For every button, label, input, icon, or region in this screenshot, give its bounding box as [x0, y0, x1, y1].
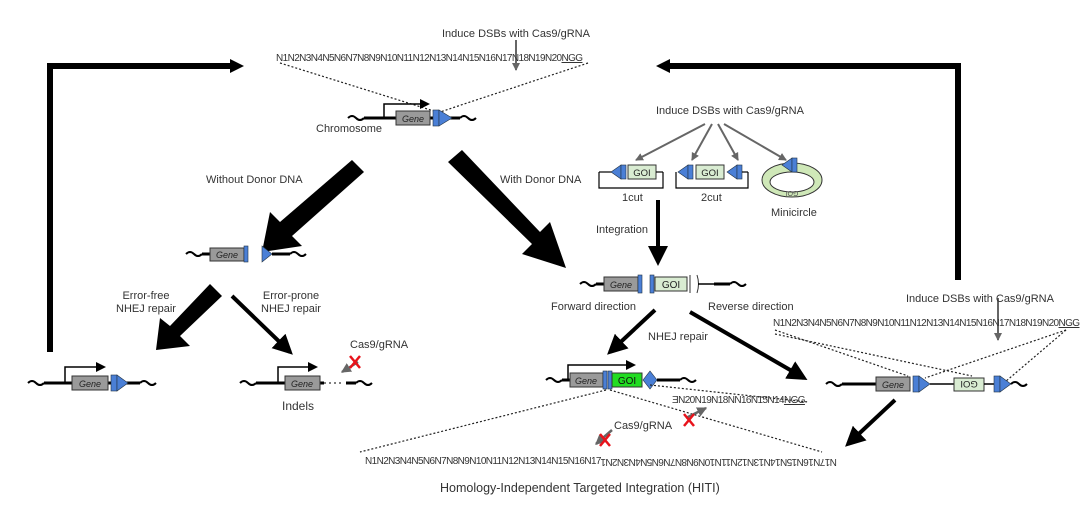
arrow-with-donor [448, 150, 566, 268]
forward-direction-label: Forward direction [551, 301, 636, 313]
target-sequence-top: N1N2N3N4N5N6N7N8N9N10N11N12N13N14N15N16N… [276, 53, 584, 64]
target-sequence-reverse: N1N2N3N4N5N6N7N8N9N10N11N12N13N14N15N16N… [773, 318, 1080, 329]
protospacer: N1N2N3N4N5N6N7N8N9N10N11N12N13N14N15N16N… [773, 318, 1059, 329]
pam-sequence: NGG [1058, 318, 1080, 329]
without-donor-label: Without Donor DNA [206, 174, 303, 186]
donor-2cut: GOI [675, 164, 749, 189]
gene-box [395, 110, 431, 126]
goi-label: GOI [662, 280, 680, 291]
arrow-without-donor [262, 160, 364, 252]
blocked-x-icon [683, 413, 695, 427]
goi-label: GOI [633, 168, 650, 179]
forward-arrow [607, 308, 657, 355]
integrated-construct: Gene GOI [579, 274, 747, 294]
nhej-repair-label: NHEJ repair [648, 331, 708, 343]
cas9-label-indels: Cas9/gRNA [350, 339, 409, 351]
error-prone-label: Error-prone NHEJ repair [261, 290, 321, 315]
cut-chromosome: Gene [185, 245, 307, 263]
gene-label: Gene [79, 379, 101, 389]
donor-group: GOI GOI GOI [598, 123, 823, 198]
svg-text:GOI: GOI [786, 189, 799, 196]
hiti-seq-forward: N1N2N3N4N5N6N7N8N9N10N11N12N13N14N15N16N… [365, 456, 601, 467]
gene-label: Gene [291, 379, 313, 389]
error-free-label: Error-free NHEJ repair [116, 290, 176, 315]
induce-dsb-label-top: Induce DSBs with Cas9/gRNA [442, 28, 590, 40]
donor-1cut-label: 1cut [622, 192, 643, 204]
reverse-seq-text: ƎN20N19N18NN16N15N14 [672, 395, 785, 406]
feedback-arrow-left [47, 59, 244, 352]
goi-label: GOI [618, 376, 636, 387]
hiti-seq-reversed: N17N16N15N14N13N12N11N10N9N8N7N6N5N4N3N2… [600, 456, 837, 467]
induce-dsb-label-reverse: Induce DSBs with Cas9/gRNA [906, 293, 1054, 305]
reverse-panel: Gene GOI [774, 298, 1067, 447]
arrow-error-prone [230, 294, 293, 355]
repaired-gene: Gene [27, 362, 157, 392]
pam-sequence: NGG [783, 395, 806, 406]
donor-2cut-label: 2cut [701, 192, 722, 204]
integration-label: Integration [596, 224, 648, 236]
zoom-line-right [439, 62, 589, 113]
donor-1cut: GOI [598, 164, 664, 189]
cas9-label-hiti: Cas9/gRNA [614, 420, 673, 432]
gene-label: Gene [882, 380, 904, 390]
forward-product: Gene GOI [359, 360, 823, 453]
hiti-junction-sequence: N1N2N3N4N5N6N7N8N9N10N11N12N13N14N15N16N… [365, 456, 837, 467]
goi-label: GOI [960, 378, 977, 389]
reverse-return-arrow [845, 398, 897, 447]
indel-gene: Gene [239, 355, 373, 391]
donor-minicircle: GOI [761, 157, 823, 198]
gene-label: Gene [402, 114, 424, 124]
gene-label: Gene [216, 250, 238, 260]
reverse-seq-fragment: ƎN20N19N18NN16N15N14NGG [672, 395, 806, 406]
cut-site-block [432, 109, 440, 127]
induce-dsb-label-donor: Induce DSBs with Cas9/gRNA [656, 105, 804, 117]
blocked-x-icon [599, 433, 611, 447]
feedback-arrow-right [656, 59, 961, 280]
goi-label: GOI [701, 168, 718, 179]
gene-label: Gene [610, 280, 632, 290]
indels-label: Indels [282, 399, 315, 413]
minicircle-label: Minicircle [771, 207, 817, 219]
with-donor-label: With Donor DNA [500, 174, 582, 186]
dna-squiggle [347, 115, 365, 121]
gene-label: Gene [575, 376, 597, 386]
top-chromosome: Gene [279, 40, 589, 127]
pam-sequence: NGG [561, 53, 584, 64]
protospacer: N1N2N3N4N5N6N7N8N9N10N11N12N13N14N15N16N… [276, 53, 562, 64]
blocked-cas9-arrow [685, 406, 708, 420]
reverse-arrow [688, 310, 808, 381]
blocked-x-icon [349, 355, 361, 369]
arrow-error-free [156, 284, 222, 350]
cut-site-icon [438, 109, 453, 127]
chromosome-label: Chromosome [316, 123, 383, 135]
hiti-title: Homology-Independent Targeted Integratio… [440, 481, 720, 495]
promoter-arrow [383, 103, 420, 118]
reverse-direction-label: Reverse direction [708, 301, 794, 313]
